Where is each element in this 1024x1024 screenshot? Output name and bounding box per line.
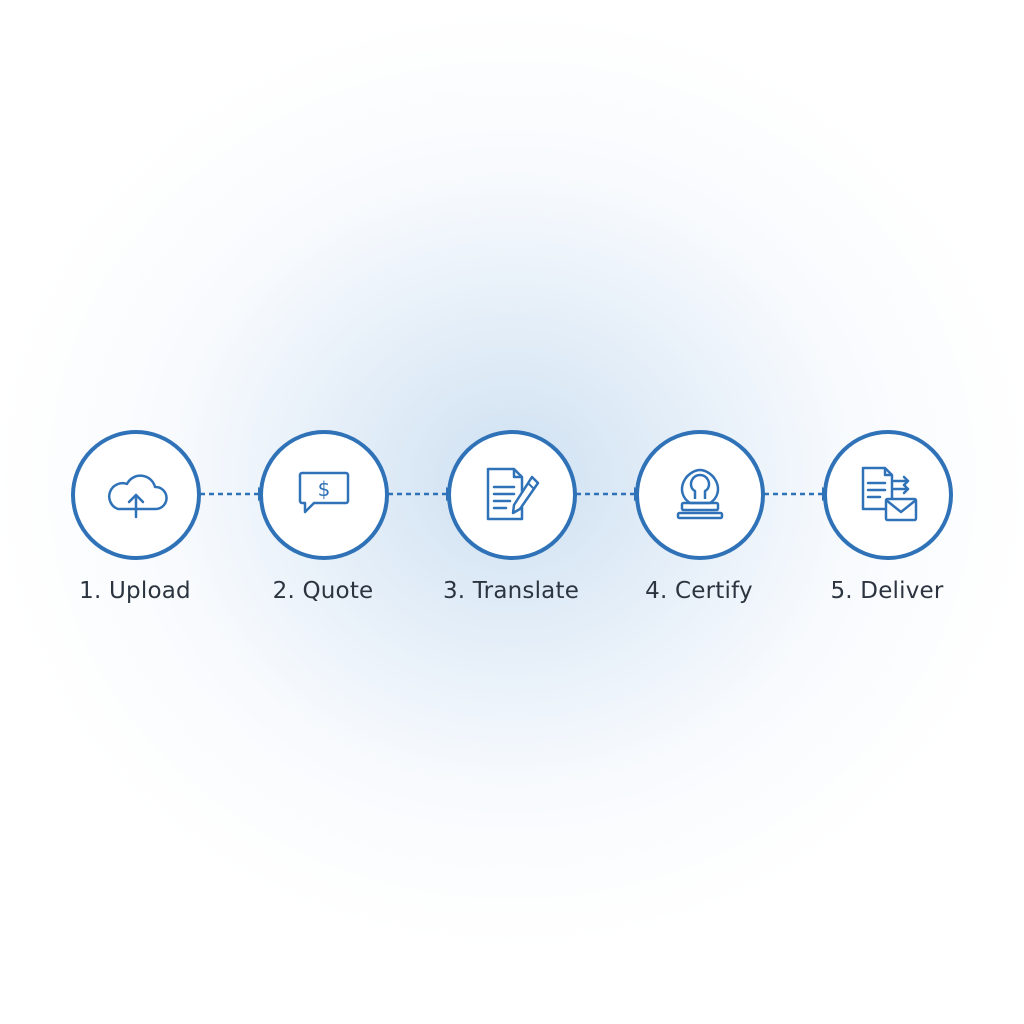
document-pen-icon — [486, 467, 540, 521]
step-quote: $ — [259, 430, 389, 560]
step-deliver — [823, 430, 953, 560]
cloud-upload-icon — [108, 474, 168, 519]
speech-bubble-dollar-icon: $ — [298, 471, 350, 514]
step-circle — [447, 430, 577, 560]
step-label-quote: 2. Quote — [272, 578, 374, 604]
step-circle — [71, 430, 201, 560]
step-circle: $ — [259, 430, 389, 560]
stamp-seal-icon — [676, 468, 724, 520]
svg-text:$: $ — [318, 477, 331, 501]
step-label-deliver: 5. Deliver — [830, 578, 944, 604]
document-envelope-icon — [861, 466, 918, 522]
step-label-certify: 4. Certify — [645, 578, 753, 604]
step-label-upload: 1. Upload — [79, 578, 191, 604]
step-certify — [635, 430, 765, 560]
step-circle — [823, 430, 953, 560]
step-translate — [447, 430, 577, 560]
step-label-translate: 3. Translate — [442, 578, 580, 604]
step-upload — [71, 430, 201, 560]
step-circle — [635, 430, 765, 560]
